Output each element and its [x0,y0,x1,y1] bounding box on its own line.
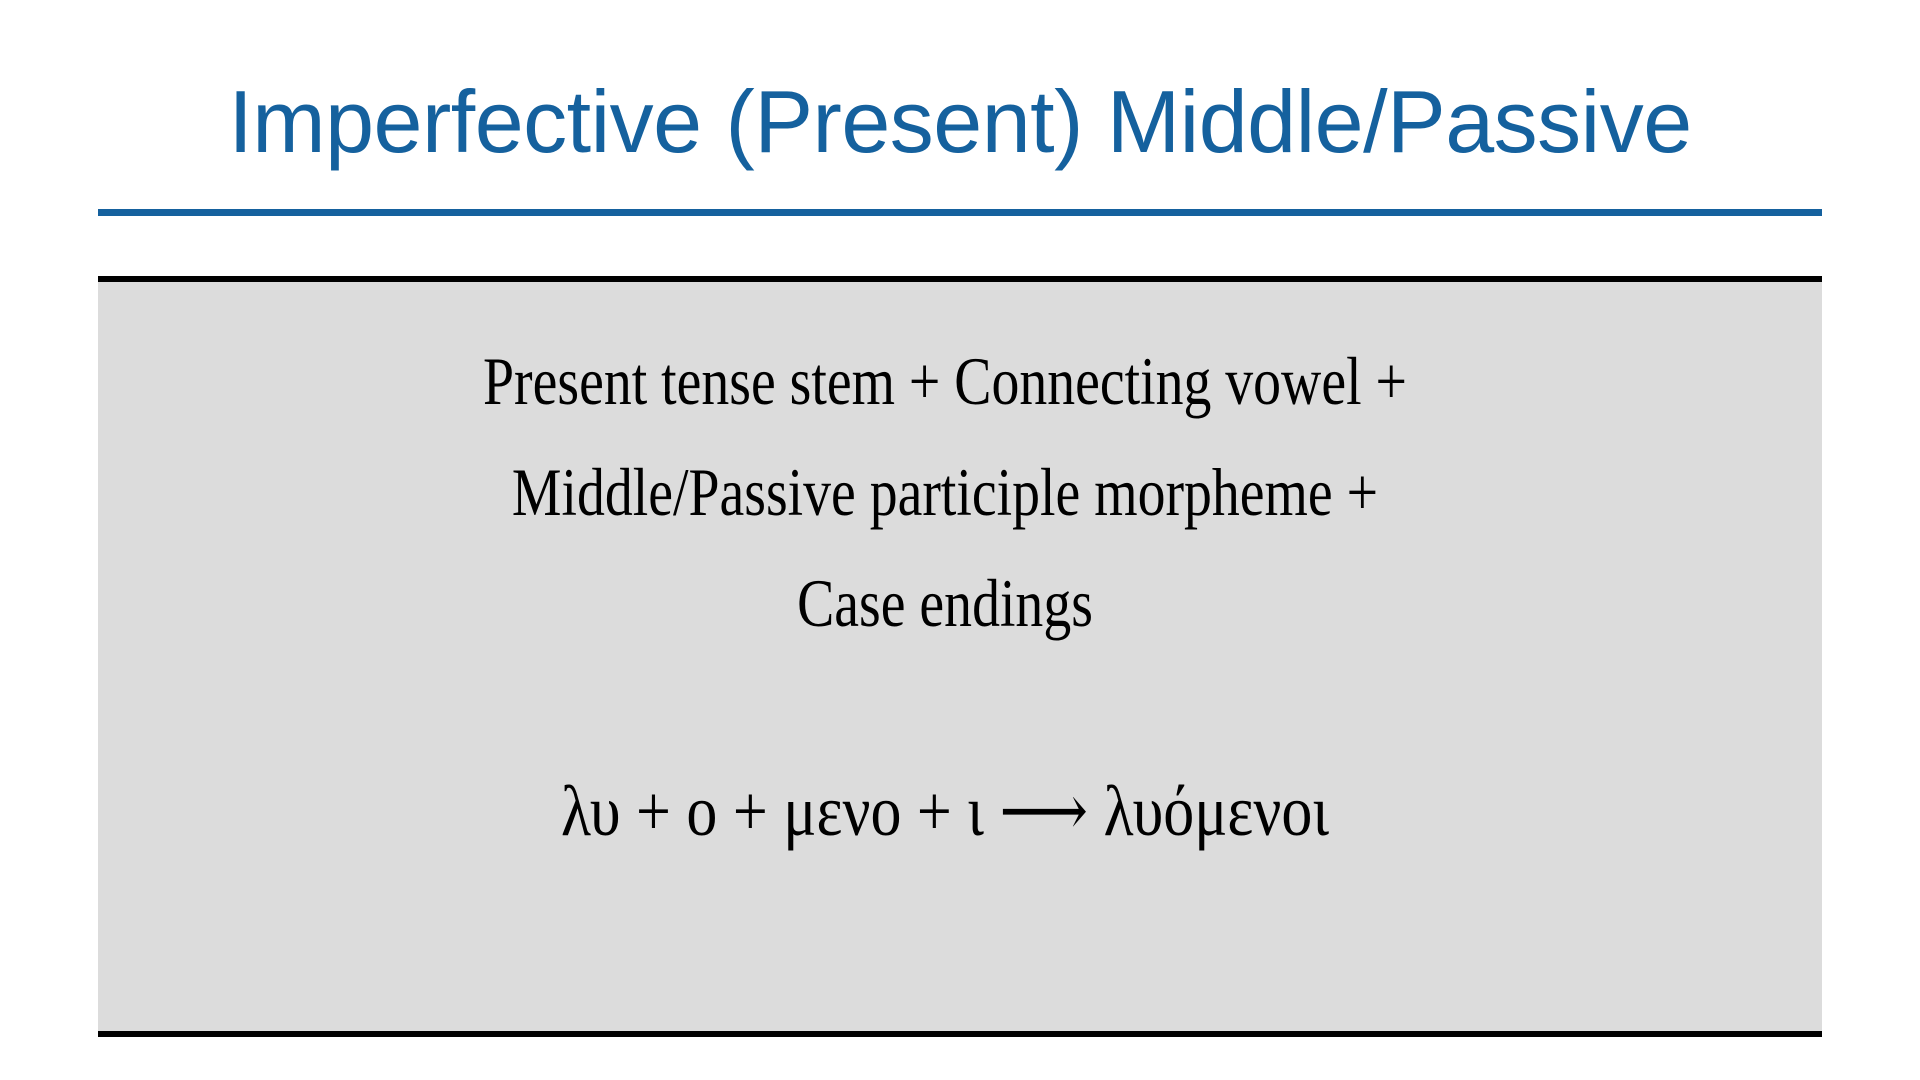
formula-line-1: Present tense stem + Connecting vowel + [483,343,1407,419]
title-area: Imperfective (Present) Middle/Passive [98,62,1822,182]
formula-spacer [98,659,1822,763]
formula-stack: Present tense stem + Connecting vowel + … [98,282,1822,859]
page-title: Imperfective (Present) Middle/Passive [228,71,1692,171]
formula-line-2: Middle/Passive participle morpheme + [511,454,1379,530]
content-panel: Present tense stem + Connecting vowel + … [98,276,1822,1037]
greek-example-line: λυ + ο + μενο + ι ⟶ λυόμενοι [560,771,1330,851]
formula-line-3: Case endings [797,565,1093,641]
title-divider-rule [98,209,1822,216]
